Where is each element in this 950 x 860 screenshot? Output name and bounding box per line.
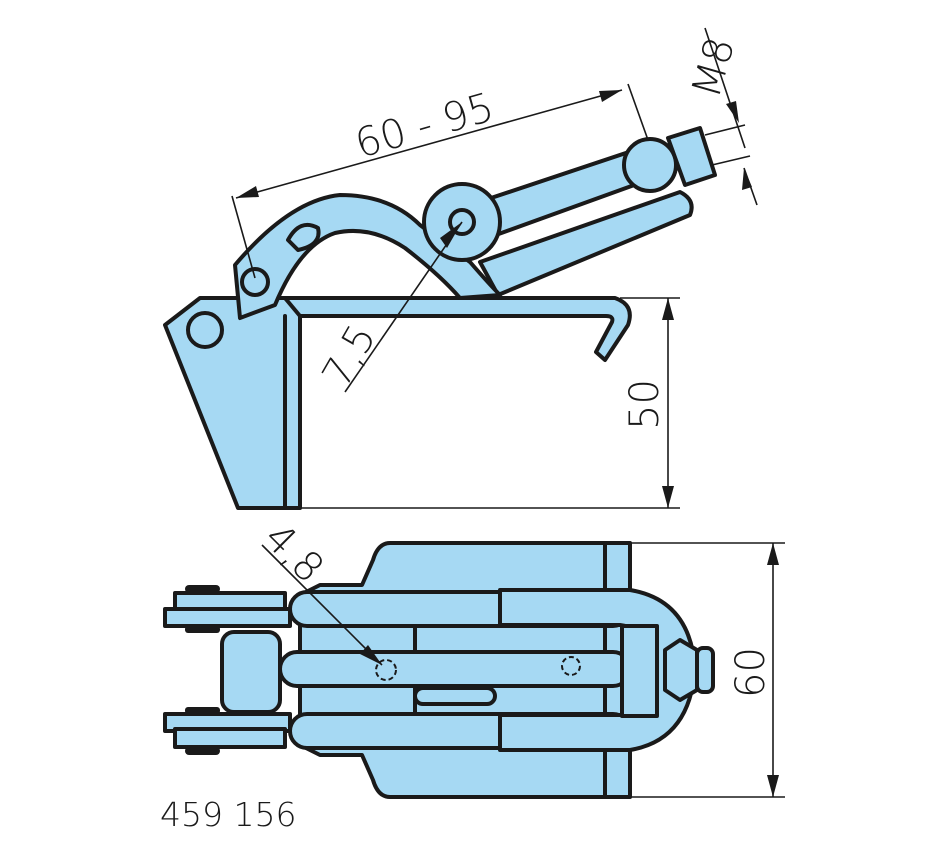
base-pivot — [186, 311, 224, 349]
handle-ball — [622, 137, 678, 193]
lower-link-plate-b — [173, 727, 287, 749]
hex-nut — [663, 638, 699, 702]
base-bracket — [163, 296, 302, 510]
top-view: 4,8 60 — [163, 515, 785, 799]
pivot-barrel — [220, 630, 282, 714]
center-bar — [278, 650, 632, 688]
part-number: 459 156 — [160, 795, 297, 834]
thread-end — [695, 646, 715, 694]
side-view: 60 - 95 M8 7,5 50 — [163, 27, 758, 510]
base-rail — [283, 296, 632, 362]
dim-pivot-hole: 7,5 — [314, 317, 386, 395]
dim-thread: M8 — [683, 32, 744, 102]
dim-height: 50 — [622, 379, 668, 430]
m8-nut — [666, 126, 717, 187]
dim-mount-hole: 4,8 — [255, 515, 333, 593]
link-pivot — [240, 267, 270, 297]
upper-link-plate-b — [163, 607, 292, 628]
dim-lever-range: 60 - 95 — [350, 84, 499, 167]
lower-handle-bar — [478, 190, 694, 297]
slot — [413, 686, 497, 706]
link-pin — [286, 223, 321, 252]
handle-bridge — [620, 624, 659, 718]
dim-width: 60 — [728, 647, 774, 698]
